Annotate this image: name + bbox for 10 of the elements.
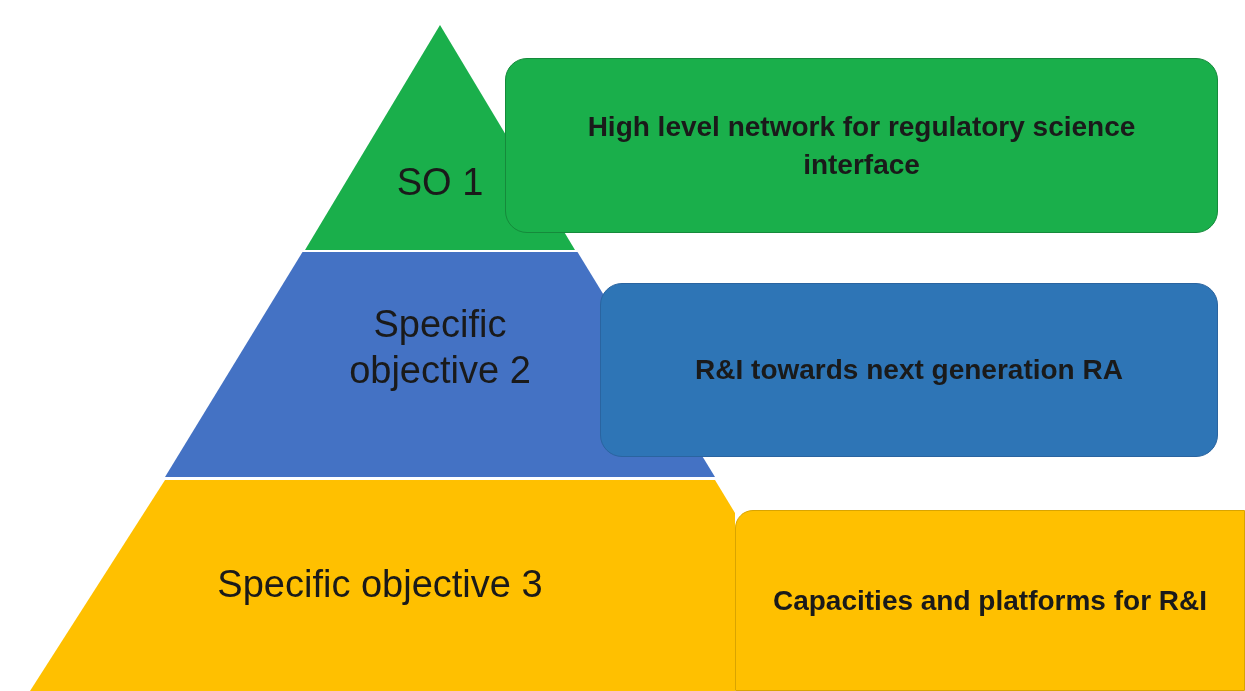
objective-box — [505, 58, 1218, 233]
level-label: SO 1 — [395, 160, 485, 205]
level-label: Specific objective 2 — [348, 302, 532, 393]
pyramid-level — [30, 480, 735, 691]
objective-text: Capacities and platforms for R&I — [772, 583, 1208, 618]
level-label: Specific objective 3 — [216, 562, 544, 607]
objective-box — [735, 510, 1245, 691]
objective-box — [600, 283, 1218, 457]
objective-text: R&I towards next generation RA — [695, 353, 1123, 388]
objective-text: High level network for regulatory science interface — [586, 109, 1137, 182]
